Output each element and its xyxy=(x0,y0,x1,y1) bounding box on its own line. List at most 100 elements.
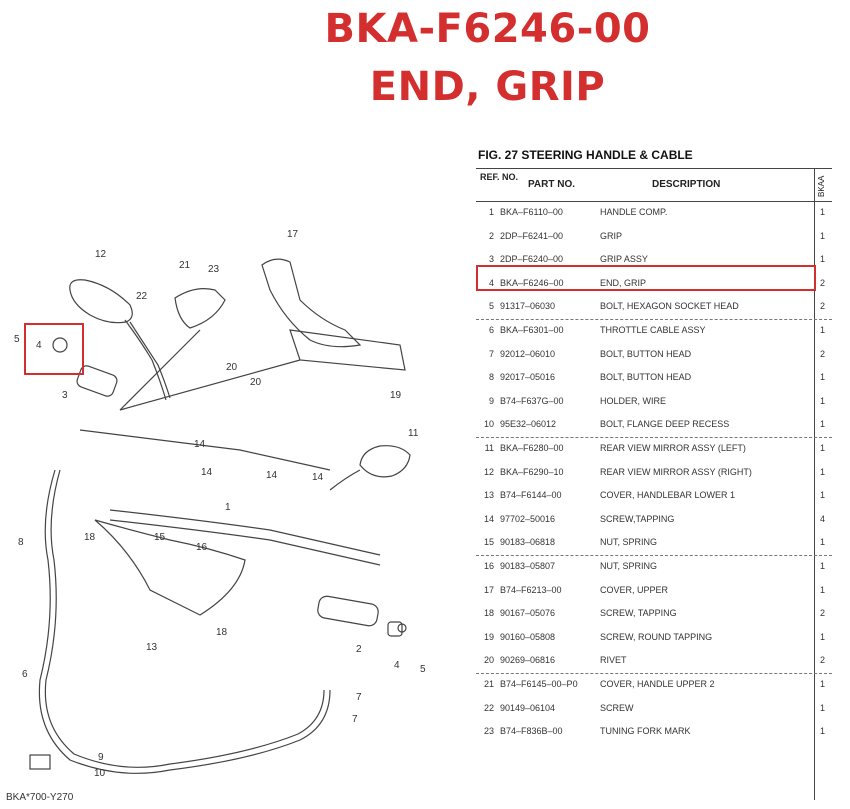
callout-1: 1 xyxy=(225,502,231,513)
row-description: HOLDER, WIRE xyxy=(600,395,667,406)
row-qty: 1 xyxy=(820,726,826,737)
callout-13: 13 xyxy=(146,642,158,653)
row-part-no: 90160–05808 xyxy=(500,631,556,642)
row-ref: 21 xyxy=(483,679,494,689)
upper-cover xyxy=(261,258,362,348)
row-part-no: 92012–06010 xyxy=(500,348,556,359)
row-qty: 1 xyxy=(820,443,826,453)
table-row: 8 92017–05016 BOLT, BUTTON HEAD 1 xyxy=(476,367,832,389)
callout-3: 3 xyxy=(62,390,68,401)
row-part-no: B74–F637G–00 xyxy=(500,395,564,406)
row-part-no: B74–F836B–00 xyxy=(500,726,563,737)
row-part-no: 90167–05076 xyxy=(500,608,556,619)
row-description: RIVET xyxy=(600,655,627,666)
row-description: COVER, HANDLE UPPER 2 xyxy=(600,679,715,689)
callout-17: 17 xyxy=(287,229,299,240)
table-row: 21 B74–F6145–00–P0 COVER, HANDLE UPPER 2 1 xyxy=(476,674,832,696)
left-mirror-head xyxy=(69,279,133,324)
row-highlight-box xyxy=(476,265,816,291)
row-ref: 15 xyxy=(483,537,494,548)
row-description: NUT, SPRING xyxy=(600,561,658,571)
row-description: BOLT, BUTTON HEAD xyxy=(600,348,692,359)
left-mirror-stem xyxy=(124,319,167,401)
row-part-no: B74–F6213–00 xyxy=(500,584,562,595)
row-ref: 16 xyxy=(483,561,494,571)
row-description: THROTTLE CABLE ASSY xyxy=(600,325,706,335)
row-qty: 1 xyxy=(820,230,826,241)
row-description: BOLT, BUTTON HEAD xyxy=(600,372,692,383)
row-ref: 6 xyxy=(488,325,494,335)
callout-22: 22 xyxy=(136,291,148,302)
row-ref: 2 xyxy=(488,230,494,241)
row-ref: 23 xyxy=(483,726,494,737)
callout-23: 23 xyxy=(208,264,220,275)
row-description: GRIP ASSY xyxy=(600,254,648,265)
header-description: DESCRIPTION xyxy=(652,179,721,190)
row-part-no: 90149–06104 xyxy=(500,702,556,713)
figure-title: FIG. 27 STEERING HANDLE & CABLE xyxy=(478,148,693,162)
callout-14a: 14 xyxy=(194,439,206,450)
row-ref: 3 xyxy=(488,254,494,265)
callout-9: 9 xyxy=(98,752,104,763)
row-ref: 12 xyxy=(483,466,494,477)
row-ref: 5 xyxy=(488,301,494,312)
row-qty: 1 xyxy=(820,395,826,406)
row-description: BOLT, HEXAGON SOCKET HEAD xyxy=(600,301,739,312)
handlebar xyxy=(109,509,381,556)
row-part-no: BKA–F6280–00 xyxy=(500,443,564,453)
header-part-no: PART NO. xyxy=(528,179,576,190)
row-description: SCREW, TAPPING xyxy=(600,608,677,619)
row-part-no: 91317–06030 xyxy=(500,301,556,312)
grip-end xyxy=(387,621,403,637)
row-qty: 1 xyxy=(820,679,826,689)
row-ref: 7 xyxy=(488,348,494,359)
row-ref: 8 xyxy=(488,372,494,383)
part-name-title: END, GRIP xyxy=(369,64,606,110)
callout-6: 6 xyxy=(22,669,28,680)
row-qty: 1 xyxy=(820,325,826,335)
row-qty: 2 xyxy=(820,655,826,666)
row-description: COVER, HANDLEBAR LOWER 1 xyxy=(600,490,736,501)
row-part-no: B74–F6145–00–P0 xyxy=(500,679,578,689)
row-part-no: B74–F6144–00 xyxy=(500,490,562,501)
header-model: BKAA xyxy=(817,175,826,197)
row-part-no: 2DP–F6240–00 xyxy=(500,254,564,265)
row-qty: 2 xyxy=(820,301,826,312)
group-separator xyxy=(476,673,832,674)
row-ref: 4 xyxy=(488,277,494,288)
handle-upper-cover xyxy=(174,288,226,329)
callout-18b: 18 xyxy=(216,627,228,638)
row-ref: 9 xyxy=(488,395,494,406)
table-header: REF. NO. PART NO. DESCRIPTION BKAA xyxy=(476,168,832,202)
row-qty: 1 xyxy=(820,372,826,383)
header-ref: REF. NO. xyxy=(480,172,519,182)
callout-5b: 5 xyxy=(420,664,426,675)
row-part-no: 2DP–F6241–00 xyxy=(500,230,564,241)
callout-18a: 18 xyxy=(84,532,96,543)
row-description: SCREW xyxy=(600,702,634,713)
row-part-no: BKA–F6290–10 xyxy=(500,466,564,477)
row-description: SCREW,TAPPING xyxy=(600,513,675,524)
row-description: END, GRIP xyxy=(600,277,647,288)
row-part-no: 90183–05807 xyxy=(500,561,556,571)
row-part-no: 92017–05016 xyxy=(500,372,556,383)
callout-14d: 14 xyxy=(312,472,324,483)
row-qty: 2 xyxy=(820,608,826,619)
lower-cover xyxy=(94,519,246,616)
row-qty: 1 xyxy=(820,631,826,642)
callout-15: 15 xyxy=(154,532,166,543)
